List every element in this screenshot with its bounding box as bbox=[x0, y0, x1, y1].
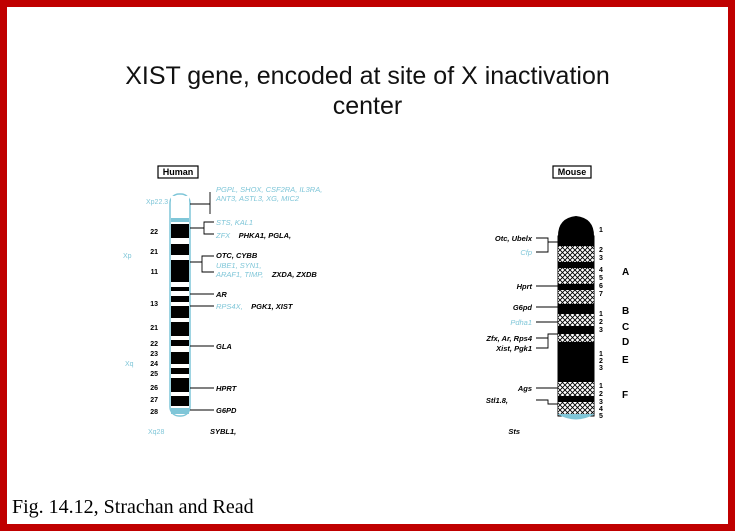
human-gene: G6PD bbox=[216, 406, 237, 415]
mouse-band: 1 bbox=[599, 351, 603, 358]
human-band: 26 bbox=[150, 385, 158, 392]
mouse-band: 7 bbox=[599, 291, 603, 298]
human-x-chromosome bbox=[169, 193, 191, 417]
slide-title-line1: XIST gene, encoded at site of X inactiva… bbox=[125, 62, 610, 90]
mouse-band: 2 bbox=[599, 247, 603, 254]
mouse-region: B bbox=[622, 306, 629, 317]
mouse-band: 1 bbox=[599, 227, 603, 234]
human-gene: UBE1, SYN1, bbox=[216, 261, 261, 270]
human-band: 21 bbox=[150, 325, 158, 332]
mouse-band: 3 bbox=[599, 327, 603, 334]
human-header: Human bbox=[163, 167, 194, 177]
human-band: 21 bbox=[150, 249, 158, 256]
human-band: 24 bbox=[150, 361, 158, 368]
human-band: 22 bbox=[150, 341, 158, 348]
human-top-label: Xp22.3 bbox=[146, 199, 168, 206]
mouse-x-chromosome bbox=[557, 216, 595, 420]
human-gene: RPS4X, bbox=[216, 302, 243, 311]
mouse-region: E bbox=[622, 355, 629, 366]
human-gene-row: ZFX PHKA1, PGLA, bbox=[215, 225, 291, 242]
mouse-region: C bbox=[622, 322, 629, 333]
human-gene: PGPL, SHOX, CSF2RA, IL3RA, bbox=[216, 185, 322, 194]
human-gene: HPRT bbox=[216, 384, 238, 393]
human-band: 27 bbox=[150, 397, 158, 404]
human-gene: PGK1, XIST bbox=[251, 302, 294, 311]
human-connectors bbox=[190, 192, 214, 411]
mouse-band-numbers: 1 2 3 4 5 6 7 1 2 3 1 2 3 1 2 3 4 5 bbox=[599, 227, 603, 420]
figure-caption: Fig. 14.12, Strachan and Read bbox=[12, 496, 254, 518]
human-gene: STS, KAL1 bbox=[216, 218, 253, 227]
mouse-band: 3 bbox=[599, 399, 603, 406]
mouse-band: 4 bbox=[599, 406, 603, 413]
mouse-gene: G6pd bbox=[513, 303, 533, 312]
mouse-gene: Sts bbox=[508, 427, 520, 436]
human-gene: ANT3, ASTL3, XG, MIC2 bbox=[215, 194, 300, 203]
human-gene: GLA bbox=[216, 342, 232, 351]
mouse-band: 3 bbox=[599, 255, 603, 262]
mouse-band: 2 bbox=[599, 358, 603, 365]
human-gene: ARAF1, TIMP, bbox=[215, 270, 263, 279]
mouse-connectors bbox=[536, 237, 558, 405]
mouse-region: D bbox=[622, 337, 629, 348]
mouse-regions: A B C D E F bbox=[622, 267, 629, 401]
human-bottom-label: Xq28 bbox=[148, 429, 164, 436]
mouse-gene: Stl1.8, bbox=[486, 396, 508, 405]
mouse-region: A bbox=[622, 267, 629, 278]
human-band: 22 bbox=[150, 229, 158, 236]
human-band: 28 bbox=[150, 409, 158, 416]
mouse-region: F bbox=[622, 390, 628, 401]
human-arm-q-label: Xq bbox=[125, 361, 134, 368]
mouse-gene-labels: Otc, Ubelx Cfp Hprt G6pd Pdha1 Zfx, Ar, … bbox=[485, 234, 532, 436]
mouse-band: 2 bbox=[599, 391, 603, 398]
mouse-gene: Xist, Pgk1 bbox=[495, 344, 532, 353]
human-band: 25 bbox=[150, 371, 158, 378]
human-band: 23 bbox=[150, 351, 158, 358]
mouse-header: Mouse bbox=[558, 167, 587, 177]
mouse-band: 5 bbox=[599, 275, 603, 282]
mouse-gene: Pdha1 bbox=[510, 318, 532, 327]
mouse-band: 6 bbox=[599, 283, 603, 290]
human-band: 11 bbox=[151, 269, 159, 276]
human-arm-p-label: Xp bbox=[123, 253, 132, 260]
human-gene-labels: PGPL, SHOX, CSF2RA, IL3RA, ANT3, ASTL3, … bbox=[210, 185, 322, 436]
human-gene: AR bbox=[215, 290, 227, 299]
mouse-band: 5 bbox=[599, 413, 603, 420]
slide-title-line2: center bbox=[332, 92, 403, 120]
human-gene: ZXDA, ZXDB bbox=[271, 270, 318, 279]
mouse-band: 1 bbox=[599, 383, 603, 390]
human-gene-row: ARAF1, TIMP, ZXDA, ZXDB bbox=[215, 264, 317, 281]
human-gene: ZFX bbox=[215, 231, 231, 240]
human-gene: PHKA1, PGLA, bbox=[239, 231, 292, 240]
human-gene: OTC, CYBB bbox=[216, 251, 258, 260]
human-gene-row: RPS4X, PGK1, XIST bbox=[216, 296, 294, 313]
human-band: 13 bbox=[150, 301, 158, 308]
mouse-gene: Otc, Ubelx bbox=[495, 234, 533, 243]
mouse-gene: Ags bbox=[517, 384, 532, 393]
mouse-band: 4 bbox=[599, 267, 603, 274]
mouse-band: 2 bbox=[599, 319, 603, 326]
mouse-gene: Cfp bbox=[520, 248, 532, 257]
mouse-band: 3 bbox=[599, 365, 603, 372]
mouse-gene: Zfx, Ar, Rps4 bbox=[485, 334, 532, 343]
mouse-header-box bbox=[552, 165, 592, 179]
mouse-band: 1 bbox=[599, 311, 603, 318]
human-header-box bbox=[157, 165, 199, 179]
mouse-gene: Hprt bbox=[517, 282, 533, 291]
human-gene: SYBL1, bbox=[210, 427, 236, 436]
